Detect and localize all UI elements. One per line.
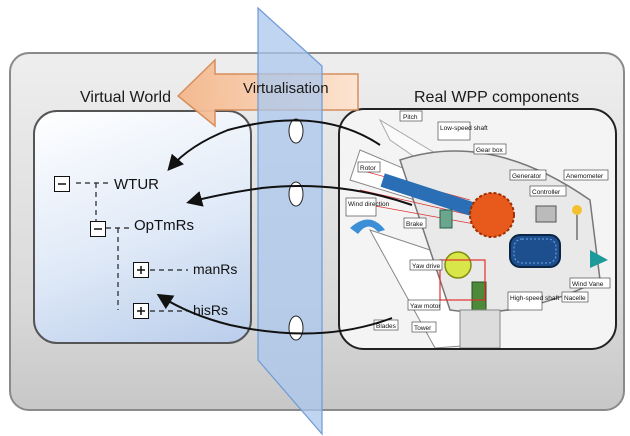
tree-node-hisrs[interactable]: hisRs [193, 302, 229, 318]
label-generator: Generator [512, 173, 542, 180]
collapse-optmrs-icon[interactable] [90, 221, 106, 237]
label-brake: Brake [406, 221, 423, 228]
connection-port-2 [288, 181, 304, 207]
connection-port-1 [288, 118, 304, 144]
label-blades: Blades [376, 323, 397, 330]
tree-node-wtur[interactable]: WTUR [114, 176, 159, 193]
collapse-wtur-icon[interactable] [54, 176, 70, 192]
label-yaw-drive: Yaw drive [412, 263, 440, 270]
tree-node-manrs[interactable]: manRs [193, 261, 238, 277]
arrow-to-hisrs [156, 293, 393, 335]
label-tower: Tower [414, 325, 432, 332]
connection-port-3 [288, 315, 304, 341]
label-nacelle: Nacelle [564, 295, 586, 302]
component-labels: Pitch Low-speed shaft Rotor Gear box Gen… [345, 110, 611, 333]
arrow-to-wtur [167, 119, 381, 172]
real-wpp-title: Real WPP components [414, 89, 580, 106]
label-wind-direction: Wind direction [348, 201, 390, 208]
label-gear-box: Gear box [476, 147, 503, 154]
label-rotor: Rotor [360, 165, 377, 172]
label-anemometer: Anemometer [566, 173, 604, 180]
expand-manrs-icon[interactable] [133, 262, 149, 278]
arrow-to-optmrs [186, 185, 413, 207]
virtualisation-label: Virtualisation [243, 80, 329, 97]
expand-hisrs-icon[interactable] [133, 303, 149, 319]
real-wpp-panel: Pitch Low-speed shaft Rotor Gear box Gen… [338, 108, 617, 350]
virtual-world-title: Virtual World [80, 89, 171, 106]
label-yaw-motor: Yaw motor [410, 303, 441, 310]
wind-turbine-illustration: Pitch Low-speed shaft Rotor Gear box Gen… [345, 110, 611, 348]
label-wind-vane: Wind Vane [572, 281, 604, 288]
tree-connectors [76, 182, 188, 312]
label-high-speed-shaft: High-speed shaft [510, 295, 559, 302]
glass-plane [257, 6, 323, 436]
label-low-speed-shaft: Low-speed shaft [440, 125, 488, 132]
label-pitch: Pitch [403, 114, 418, 121]
label-controller: Controller [532, 189, 561, 196]
tree-node-optmrs[interactable]: OpTmRs [134, 217, 194, 234]
